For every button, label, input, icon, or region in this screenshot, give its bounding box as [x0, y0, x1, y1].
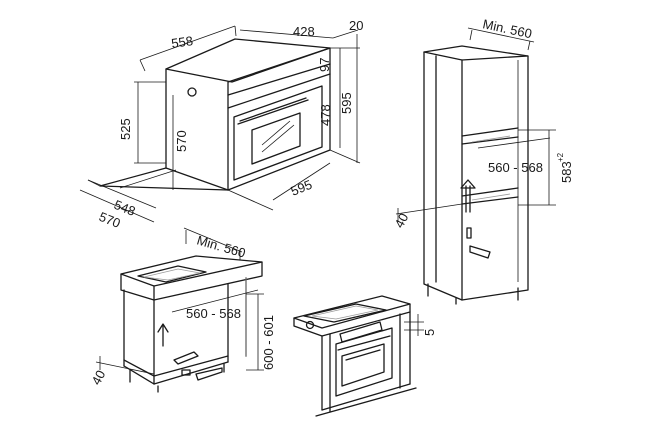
column-drawing [423, 45, 529, 305]
undercounter-niche-width-label: 560 - 568 [186, 306, 241, 321]
hob-dimension-labels: 5 [422, 329, 437, 336]
undercounter-dimension-lines [95, 227, 264, 375]
oven-drawing [99, 38, 331, 191]
column-dimension-lines [395, 27, 556, 222]
hob-drawing [293, 295, 417, 417]
oven-total-height-label: 595 [339, 92, 354, 114]
column-niche-width-label: 560 - 568 [488, 160, 543, 175]
column-gap-label: 40 [391, 211, 411, 231]
undercounter-niche-height-label: 600 - 601 [261, 315, 276, 370]
oven-depth-label: 428 [293, 24, 315, 39]
hob-gap-label: 5 [422, 329, 437, 336]
oven-width-label: 558 [170, 33, 194, 51]
column-niche-height-label: 583 [559, 161, 574, 183]
hob-dimension-lines [404, 314, 424, 336]
oven-total-width-label: 595 [289, 177, 315, 199]
undercounter-dimension-labels: Min. 560 560 - 568 600 - 601 40 [88, 232, 276, 387]
oven-door-height-label: 478 [318, 104, 333, 126]
column-niche-height-tolerance: +2 [556, 152, 565, 162]
undercounter-drawing [120, 255, 263, 393]
column-min-width-label: Min. 560 [481, 16, 533, 41]
oven-panel-height-label: 97 [317, 58, 332, 72]
oven-body-height-label: 525 [118, 118, 133, 140]
undercounter-gap-label: 40 [88, 368, 108, 388]
oven-front-thickness-label: 20 [349, 18, 363, 33]
oven-inner-height-label: 570 [174, 130, 189, 152]
oven-dimension-labels: 558 428 20 97 525 570 478 595 595 548 57… [97, 18, 364, 231]
oven-dimension-lines [79, 25, 361, 223]
